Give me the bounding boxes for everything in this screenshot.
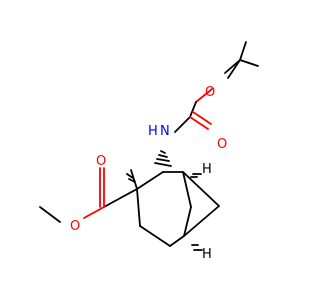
atom-o-tboc: O	[205, 85, 215, 100]
bond-ring-right-lower	[183, 206, 192, 237]
hashed-wedge-h-upper	[190, 173, 202, 178]
atom-h-on-n: H	[148, 124, 158, 139]
atom-o-ester-ether: O	[70, 219, 80, 234]
bond-ring-left	[136, 188, 141, 227]
bond-carbamate-carbonyl-a	[189, 116, 209, 130]
atom-o-ester-carbonyl: O	[96, 154, 106, 169]
bond-tbu-methyl-top	[239, 41, 247, 61]
bond-cyclopropane-bottom	[183, 205, 220, 237]
bond-ring-lower-left	[139, 225, 171, 247]
bond-tbu-methyl-lower	[227, 59, 241, 79]
bond-oxygen-ester-tboc	[195, 88, 213, 103]
atom-h-ring-upper: H	[202, 162, 212, 177]
molecule-canvas: O O H N O O H H	[39, 41, 259, 262]
bond-carbamate-to-n	[174, 116, 191, 133]
bond-carbamate-carbonyl-b	[192, 111, 212, 125]
bond-ring-bottom	[169, 235, 185, 247]
bond-tbu-methyl-right	[239, 59, 259, 67]
hashed-wedge-n	[154, 150, 172, 167]
bond-methoxy	[39, 206, 61, 223]
bond-cyclopropane-top	[182, 171, 220, 207]
atom-h-ring-lower: H	[202, 247, 212, 262]
structure-drawing: O O H N O O H H	[39, 41, 259, 262]
bond-ester-ether	[83, 206, 105, 219]
atom-n: N	[160, 124, 170, 139]
bond-ring-to-ester-carbon	[103, 188, 138, 208]
hashed-wedge-methyl	[126, 169, 138, 190]
bond-ring-right-upper	[182, 171, 192, 208]
hashed-wedge-h-lower	[191, 244, 203, 251]
bond-carbamate-carbon-link	[189, 101, 197, 118]
bond-ring-upper-left	[136, 171, 164, 190]
atom-o-carbamate: O	[217, 137, 227, 152]
bond-tbu-to-oxygen	[224, 59, 241, 74]
